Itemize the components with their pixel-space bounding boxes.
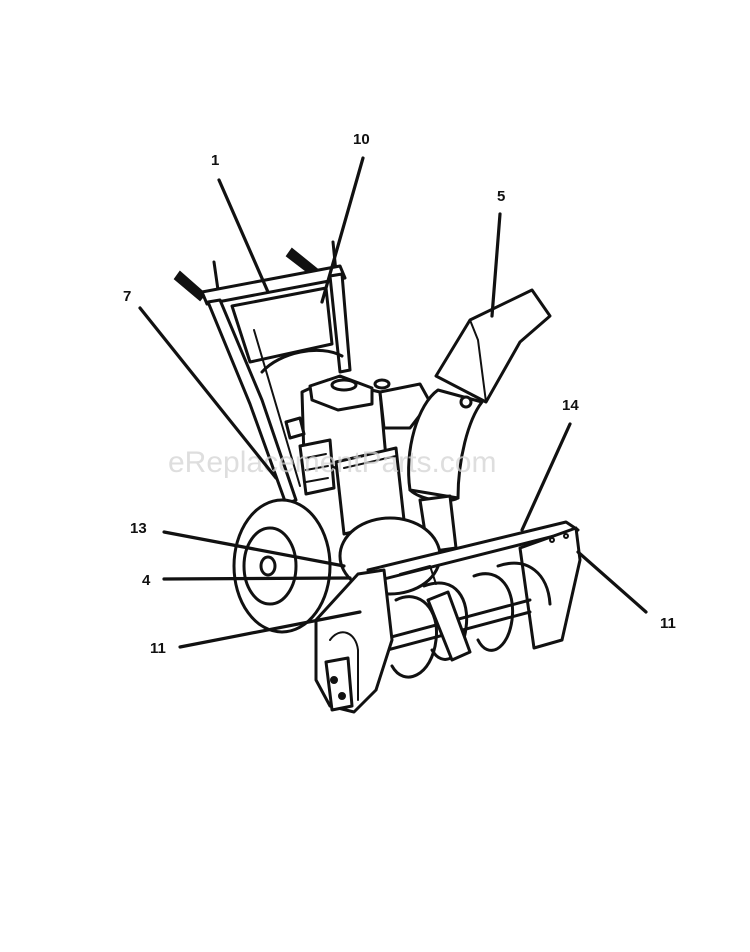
left-handle-tube: [206, 298, 298, 506]
chute-lower: [407, 388, 484, 500]
leader-14: [520, 422, 572, 532]
callout-14: 14: [562, 397, 579, 414]
auger-flight: [472, 572, 515, 652]
engine: [284, 374, 432, 536]
callout-11-left: 11: [150, 640, 166, 657]
tank-cap: [373, 378, 391, 390]
callout-11-right: 11: [660, 615, 676, 632]
watermark-text: eReplacementParts.com: [168, 446, 496, 479]
callout-labels: 1 10 5 7 14 13 4 11 11: [123, 131, 676, 657]
leader-7: [138, 306, 278, 480]
handle-assembly: [173, 240, 352, 506]
leader-lines: [138, 156, 648, 649]
choke-knob: [284, 416, 306, 440]
callout-7: 7: [123, 288, 131, 305]
auger-flight: [496, 561, 552, 606]
engine-cap: [330, 378, 358, 392]
discharge-chute: [407, 288, 552, 554]
leader-11-left: [178, 610, 362, 649]
leader-10: [320, 156, 365, 304]
leader-13: [162, 530, 346, 568]
leader-1: [217, 178, 270, 294]
wheel-hub: [259, 555, 277, 577]
impeller-blade: [426, 590, 472, 662]
auger-flight: [390, 595, 438, 679]
upper-crossbar: [200, 264, 347, 306]
right-side-plate: [518, 526, 582, 650]
bolt: [563, 533, 569, 539]
auger-flight: [422, 581, 469, 661]
callout-4: 4: [142, 572, 151, 589]
leader-5: [490, 212, 502, 318]
skid-bolt: [338, 692, 346, 700]
callout-13: 13: [130, 520, 147, 537]
deflector-pivot: [459, 395, 473, 409]
callout-1: 1: [211, 152, 219, 169]
cooling-fins: [305, 453, 329, 483]
skid-outline: [329, 631, 359, 701]
left-lever: [212, 260, 220, 292]
right-handle-tube: [328, 272, 352, 374]
belt-cover: [399, 565, 437, 585]
skid-bolt: [330, 676, 338, 684]
auger-housing: [314, 520, 582, 714]
skid-shoe: [324, 656, 354, 712]
lower-cross-tube: [260, 348, 344, 374]
frame-edge: [343, 455, 397, 469]
leader-11-right: [576, 550, 648, 614]
deflector-edge: [469, 319, 487, 403]
left-grip: [173, 270, 207, 302]
leader-4: [162, 576, 352, 581]
control-rod: [253, 329, 301, 487]
callout-5: 5: [497, 188, 505, 205]
callout-10: 10: [353, 131, 370, 148]
bolt: [549, 537, 555, 543]
wheel: [232, 498, 332, 634]
